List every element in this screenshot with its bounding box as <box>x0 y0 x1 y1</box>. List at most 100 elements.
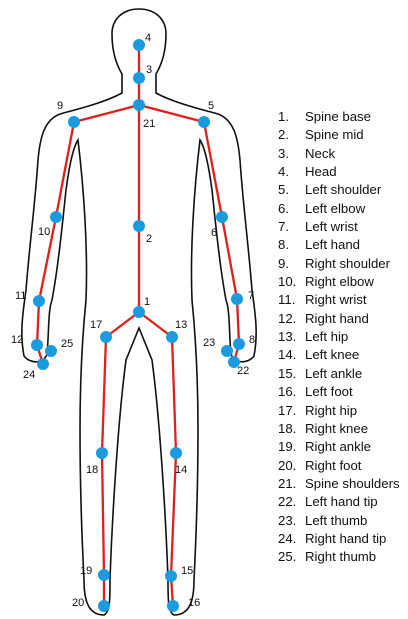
legend-item-number: 5. <box>278 181 305 199</box>
joint-10 <box>50 211 62 223</box>
legend-item-number: 22. <box>278 493 305 511</box>
bone-left-pelvis <box>139 312 172 337</box>
legend-item-number: 6. <box>278 200 305 218</box>
legend-item-7: 7.Left wrist <box>278 218 400 236</box>
legend-item-label: Right knee <box>305 421 368 436</box>
legend-item-label: Spine base <box>305 109 371 124</box>
legend-item-number: 13. <box>278 328 305 346</box>
joint-number-1: 1 <box>144 296 150 308</box>
joint-number-4: 4 <box>145 32 151 44</box>
legend-item-13: 13.Left hip <box>278 328 400 346</box>
legend-item-label: Right hip <box>305 403 357 418</box>
joint-number-7: 7 <box>248 290 254 302</box>
legend-item-4: 4.Head <box>278 163 400 181</box>
legend-item-18: 18.Right knee <box>278 420 400 438</box>
legend-item-19: 19.Right ankle <box>278 438 400 456</box>
joint-9 <box>68 116 80 128</box>
legend-item-number: 20. <box>278 457 305 475</box>
joint-19 <box>98 569 110 581</box>
joint-18 <box>96 447 108 459</box>
legend-item-23: 23.Left thumb <box>278 512 400 530</box>
legend-item-label: Left knee <box>305 347 359 362</box>
legend-item-label: Left shoulder <box>305 182 381 197</box>
legend-item-11: 11.Right wrist <box>278 291 400 309</box>
joint-2 <box>133 220 145 232</box>
legend-item-label: Right ankle <box>305 439 371 454</box>
joint-number-23: 23 <box>203 337 215 349</box>
legend-item-3: 3.Neck <box>278 145 400 163</box>
joint-number-25: 25 <box>61 338 73 350</box>
legend-item-label: Left thumb <box>305 513 367 528</box>
joint-25 <box>45 345 57 357</box>
joint-3 <box>133 72 145 84</box>
joint-13 <box>166 331 178 343</box>
legend-item-2: 2.Spine mid <box>278 126 400 144</box>
legend-item-1: 1.Spine base <box>278 108 400 126</box>
legend-item-number: 2. <box>278 126 305 144</box>
legend-item-10: 10.Right elbow <box>278 273 400 291</box>
joint-number-11: 11 <box>15 290 26 302</box>
legend-item-25: 25.Right thumb <box>278 548 400 566</box>
joint-number-18: 18 <box>86 464 98 476</box>
legend-item-number: 8. <box>278 236 305 254</box>
joint-8 <box>233 338 245 350</box>
legend-item-label: Left hand tip <box>305 494 378 509</box>
legend-item-20: 20.Right foot <box>278 457 400 475</box>
legend-item-17: 17.Right hip <box>278 402 400 420</box>
legend-item-label: Left wrist <box>305 219 358 234</box>
joint-12 <box>31 339 43 351</box>
legend-item-label: Right shoulder <box>305 256 390 271</box>
legend-item-number: 17. <box>278 402 305 420</box>
joint-24 <box>37 358 49 370</box>
legend-item-number: 3. <box>278 145 305 163</box>
joint-number-3: 3 <box>146 64 152 76</box>
legend-item-label: Right foot <box>305 458 361 473</box>
legend-item-label: Left hand <box>305 237 360 252</box>
legend-item-label: Left ankle <box>305 366 362 381</box>
joint-11 <box>33 295 45 307</box>
legend-item-5: 5.Left shoulder <box>278 181 400 199</box>
joint-number-14: 14 <box>175 464 187 476</box>
bone-right-thigh <box>102 337 106 453</box>
legend-item-number: 18. <box>278 420 305 438</box>
joint-21 <box>133 99 145 111</box>
bone-left-hand <box>237 299 239 344</box>
legend-item-number: 14. <box>278 346 305 364</box>
legend-item-21: 21.Spine shoulders <box>278 475 400 493</box>
legend-item-14: 14.Left knee <box>278 346 400 364</box>
legend-item-12: 12.Right hand <box>278 310 400 328</box>
legend-item-number: 4. <box>278 163 305 181</box>
joint-number-21: 21 <box>143 118 155 130</box>
legend-item-number: 12. <box>278 310 305 328</box>
legend-item-number: 16. <box>278 383 305 401</box>
legend-item-24: 24.Right hand tip <box>278 530 400 548</box>
legend-item-label: Right hand <box>305 311 369 326</box>
joint-17 <box>100 331 112 343</box>
bone-right-shin <box>102 453 104 575</box>
legend-item-number: 19. <box>278 438 305 456</box>
legend-item-label: Left hip <box>305 329 348 344</box>
legend-item-label: Right elbow <box>305 274 374 289</box>
joint-number-labels: 4 3 9 5 21 10 2 6 11 7 1 17 13 12 25 23 … <box>11 32 255 609</box>
bones <box>37 45 239 606</box>
joint-16 <box>167 600 179 612</box>
legend-item-label: Left elbow <box>305 201 365 216</box>
joint-14 <box>170 447 182 459</box>
joint-number-9: 9 <box>57 100 63 112</box>
bone-left-thigh <box>172 337 176 453</box>
legend-item-number: 10. <box>278 273 305 291</box>
legend-item-label: Right hand tip <box>305 531 386 546</box>
joint-number-19: 19 <box>80 565 92 577</box>
legend-item-22: 22.Left hand tip <box>278 493 400 511</box>
joint-23 <box>221 345 233 357</box>
legend-item-label: Right wrist <box>305 292 367 307</box>
legend-item-label: Spine shoulders <box>305 476 400 491</box>
joint-number-17: 17 <box>90 319 102 331</box>
joint-number-5: 5 <box>208 100 214 112</box>
legend-item-label: Right thumb <box>305 549 376 564</box>
bone-right-hand <box>37 301 39 345</box>
legend-item-number: 11. <box>278 291 305 309</box>
joint-legend: 1.Spine base2.Spine mid3.Neck4.Head5.Lef… <box>278 108 400 567</box>
joint-number-22: 22 <box>237 365 249 377</box>
joint-number-8: 8 <box>249 334 255 346</box>
